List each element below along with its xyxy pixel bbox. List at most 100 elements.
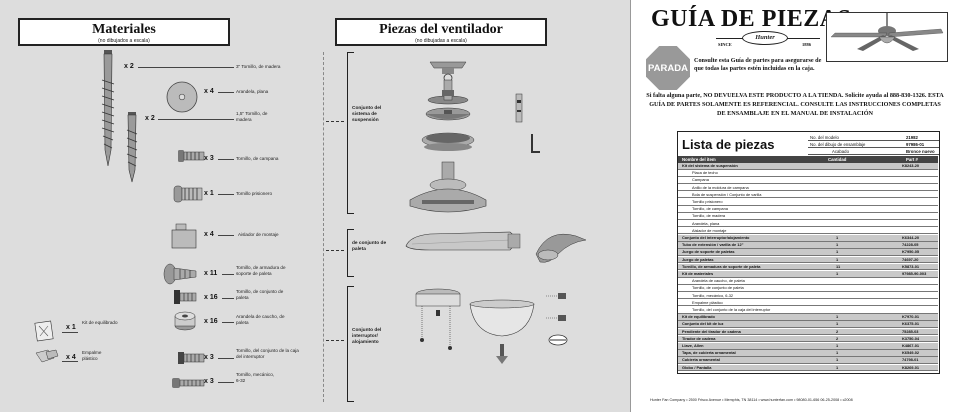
footer-text: Hunter Fan Company • 2500 Frisco Avenue … [650,398,853,402]
fan-blade-icon [405,231,521,251]
parts-list-title: Lista de piezas [682,137,775,152]
row-quantity: 1 [836,242,839,248]
material-label: Tornillo, de campana [236,156,279,161]
drawing-number-label: No. del dibujo de ensamblaje [810,142,866,147]
pull-chain-icon [546,293,566,321]
row-item-name: Tornillo, de madera [692,213,726,219]
row-quantity: 1 [836,271,839,276]
row-item-name: Juego de paletas [682,256,714,262]
row-quantity: 1 [836,249,839,255]
rubber-washer-icon [174,311,196,331]
col-qty: Cantidad [828,157,847,162]
stop-sign-label: PARADA [648,62,688,74]
guide-title: GUÍA DE PIEZAS [651,6,852,32]
group-connector [326,340,344,341]
materials-header: Materiales (no dibujados a escala) [18,18,230,46]
row-part-number: K6549-02 [902,350,920,356]
group-bracket [347,286,354,402]
panel-divider [323,52,324,402]
row-part-number: K6375-01 [902,321,920,327]
material-label: 1,5" Tornillo, de madera [236,111,268,122]
model-number-label: No. del modelo [810,135,839,140]
material-qty: x 1 [66,324,76,331]
leader-line [62,332,78,333]
row-item-name: Tornillo prisionero [692,199,723,204]
switch-housing-icon [415,288,461,350]
row-part-number: K7950-05 [902,249,920,255]
row-item-name: Anillo de la moldura de campana [692,184,749,190]
ceiling-plate-icon [429,61,467,83]
materials-subtitle: (no dibujados a escala) [98,38,150,44]
row-item-name: Tornillo, de conjunto de paleta [692,285,744,291]
fan-part-drawings [405,61,587,364]
stop-sign-icon: PARADA [646,46,690,90]
row-part-number: K4867-01 [902,343,920,348]
table-row: Tornillo, mecánico, 6-32 [678,293,938,300]
material-qty: x 4 [204,88,214,95]
row-item-name: Kit del sistema de suspensión [682,163,738,168]
since-text: SINCE [718,42,732,47]
row-quantity: 2 [836,335,839,341]
row-part-number: K8243-20 [902,163,920,168]
col-part: Part # [906,157,918,162]
table-row: Campana [678,177,938,184]
material-label: Kit de equilibrado [82,320,118,325]
table-row: Empalme plástico [678,300,938,307]
material-label: Aislador de montaje [238,232,279,237]
motor-housing-icon [409,161,487,213]
leader-line [218,358,234,359]
balancing-kit-icon [34,320,54,342]
material-qty: x 3 [204,354,214,361]
drawing-number-row: No. del dibujo de ensamblaje 97986-01 [808,141,939,148]
table-row: Tornillo, de armadura de soporte de pale… [678,263,938,271]
fan-parts-subtitle: (no dibujadas a escala) [415,38,467,44]
parts-table: Lista de piezas No. del modelo 21982 No.… [677,131,940,374]
row-quantity: 1 [836,357,839,363]
material-qty: x 4 [66,354,76,361]
wood-screw-15in-icon [126,112,138,183]
table-row: Cubierta ornamental 1 74798-01 [678,357,938,364]
model-number-row: No. del modelo 21982 [808,134,939,141]
row-item-name: Kit de equilibrado [682,314,715,320]
drawing-number-value: 97986-01 [906,142,925,147]
row-part-number: 74798-01 [902,357,919,363]
plastic-connector-icon [35,349,59,363]
row-part-number: K6344-20 [902,235,920,240]
material-label: Tornillo prisionero [236,191,273,196]
row-item-name: Cubierta ornamental [682,357,720,363]
leader-line [62,361,78,362]
materials-title: Materiales [92,22,156,37]
row-quantity: 1 [836,314,839,320]
material-label: Arandela, plana [236,89,269,94]
fan-parts-title: Piezas del ventilador [379,22,503,37]
material-label: Empalme plástico [82,350,102,361]
row-part-number: K7970-01 [902,314,920,320]
row-item-name: Aislador de montaje [692,227,727,233]
row-item-name: Llave, Allen [682,343,704,348]
leader-line [218,92,234,93]
material-qty: x 11 [204,270,218,277]
group-bracket [347,52,354,214]
glass-shade-icon [469,299,535,337]
table-row: Tornillo, de conjunto de paleta [678,285,938,292]
wood-screw-3in-icon [101,50,115,167]
row-part-number: 74697-20 [902,256,919,262]
blade-screw-icon [174,290,197,304]
row-item-name: Kit de materiales [682,271,714,276]
row-item-name: Juego de soporte de paletas [682,249,735,255]
row-item-name: Tapa, de cubierta ornamental [682,350,736,356]
row-part-number: 74228-05 [902,242,919,248]
row-item-name: Globo / Pantalla [682,364,712,370]
row-item-name: Placa de techo [692,170,718,176]
group-label-suspension: Conjunto del sistema de suspensión [352,106,382,123]
row-item-name: Arandela de caucho, de paleta [692,278,745,284]
leader-line [218,382,234,383]
fan-image [826,12,948,62]
row-quantity: 1 [836,235,839,240]
material-label: Tornillo, mecánico, 6-32 [236,372,275,383]
material-label: Arandela de caucho, de paleta [236,314,285,325]
